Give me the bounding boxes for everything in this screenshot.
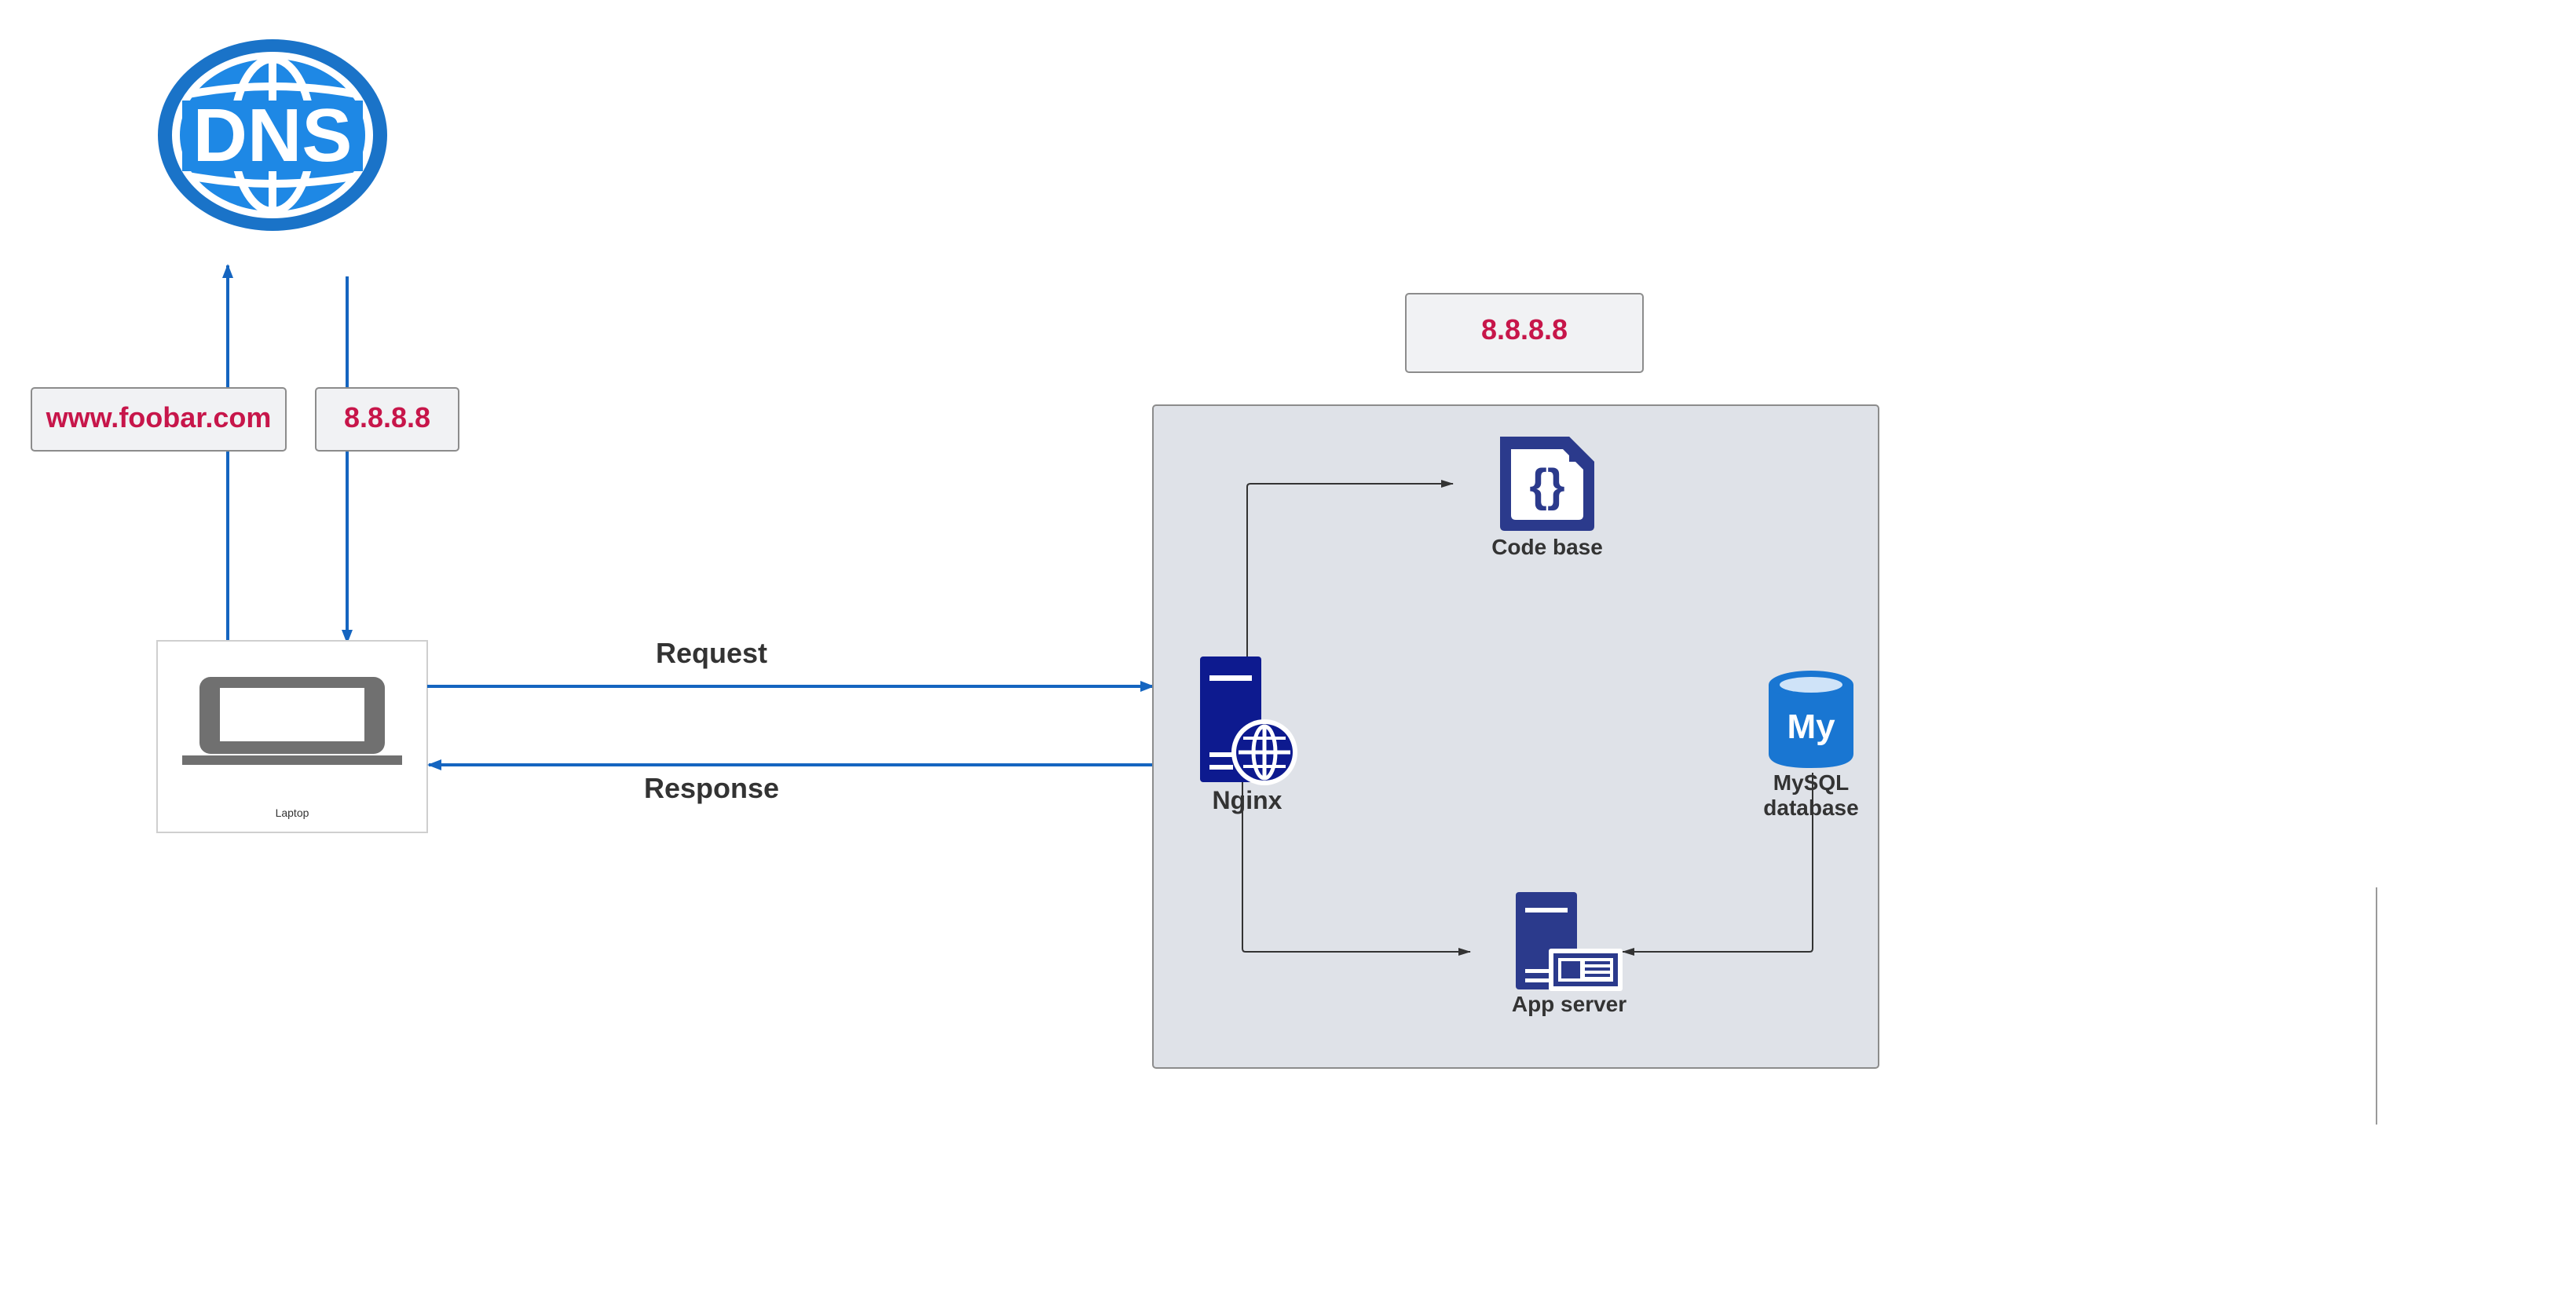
app-server-icon bbox=[1516, 892, 1623, 991]
dns-answer-box: 8.8.8.8 bbox=[315, 387, 459, 452]
mysql-label-line1: MySQL bbox=[1773, 770, 1849, 795]
code-base-label: Code base bbox=[1491, 535, 1603, 559]
nginx-label: Nginx bbox=[1213, 786, 1283, 814]
dns-logo-text: DNS bbox=[193, 93, 353, 177]
nginx-server-icon bbox=[1200, 656, 1297, 785]
server-container bbox=[1152, 404, 1879, 1069]
mysql-to-appserver-connector bbox=[1622, 773, 1813, 956]
svg-text:{}: {} bbox=[1529, 460, 1564, 511]
laptop-label: Laptop bbox=[276, 806, 309, 819]
code-file-icon: {} bbox=[1500, 437, 1594, 531]
dns-answer-label: 8.8.8.8 bbox=[344, 401, 430, 433]
laptop-icon bbox=[182, 677, 402, 765]
domain-query-label: www.foobar.com bbox=[46, 401, 272, 433]
domain-query-box: www.foobar.com bbox=[31, 387, 287, 452]
server-ip-label: 8.8.8.8 bbox=[1481, 313, 1568, 346]
server-ip-box: 8.8.8.8 bbox=[1405, 293, 1644, 373]
app-server-label: App server bbox=[1512, 992, 1626, 1016]
laptop-card: Laptop bbox=[156, 640, 428, 833]
mysql-database-icon: My bbox=[1769, 671, 1853, 768]
request-label: Request bbox=[656, 637, 767, 669]
nginx-to-appserver-connector bbox=[1242, 777, 1471, 956]
mysql-logo-text: My bbox=[1787, 708, 1835, 746]
response-label: Response bbox=[644, 772, 779, 804]
dns-globe-icon: DNS bbox=[158, 39, 387, 231]
mysql-label-line2: database bbox=[1763, 795, 1858, 820]
nginx-to-codebase-connector bbox=[1246, 480, 1454, 660]
